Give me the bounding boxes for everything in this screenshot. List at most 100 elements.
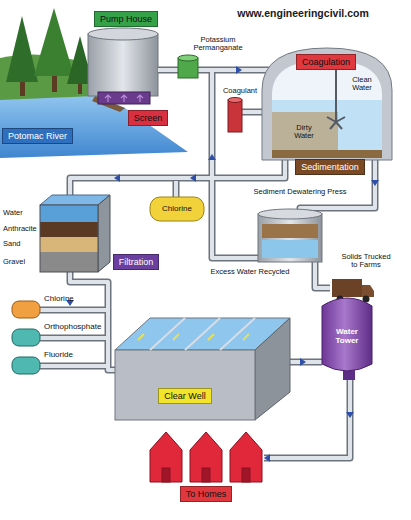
flow-arrows [300, 358, 306, 366]
flow-arrows [371, 180, 379, 186]
annotation-label: Chlorine [44, 295, 74, 304]
coagulation-tank [272, 150, 382, 158]
annotation-label: Water [3, 209, 23, 217]
annotation-label: Solids Trucked to Farms [339, 253, 393, 270]
coagulation-tank [272, 60, 382, 158]
dewatering-press [258, 209, 322, 219]
houses [190, 432, 222, 482]
annotation-label: Potassium Permanganate [187, 36, 249, 53]
clear-well [150, 318, 255, 350]
pipes [40, 70, 375, 458]
box-label: Coagulation [302, 57, 350, 67]
annotation-label: Orthophosphate [44, 323, 101, 332]
truck [332, 279, 362, 297]
clear-well [138, 334, 249, 340]
tower-label: Water Tower [327, 327, 367, 345]
filter-bed [40, 205, 98, 222]
permanganate-tank [178, 55, 198, 78]
filter-bed [98, 195, 110, 272]
chemical-tanks [12, 301, 40, 318]
label-box: Screen [128, 110, 169, 126]
annotation-label: Gravel [3, 258, 25, 266]
annotation-label: Anthracite [3, 225, 37, 233]
flow-arrows [190, 174, 196, 182]
pump-house-building [105, 95, 143, 102]
label-box: Sedimentation [295, 159, 365, 175]
box-label: Screen [134, 113, 163, 123]
dewatering-press [258, 214, 322, 262]
filter-bed [40, 195, 110, 272]
truck [362, 285, 374, 297]
filter-bed [40, 222, 98, 237]
chemical-tanks [12, 357, 40, 374]
filter-bed [40, 205, 98, 272]
label-box: Potomac River [2, 128, 73, 144]
filter-bed [40, 237, 98, 252]
annotation-label: Dirty Water [287, 124, 321, 141]
houses [150, 432, 262, 482]
annotation-label: Sediment Dewatering Press [254, 188, 347, 196]
chemical-tanks [12, 329, 40, 346]
box-label: Pump House [100, 14, 152, 24]
houses [202, 468, 210, 482]
coagulation-tank [262, 48, 392, 160]
pipes [40, 70, 375, 458]
flow-arrows [114, 174, 120, 182]
label-box: To Homes [180, 486, 233, 502]
label-box: Clear Well [158, 388, 211, 404]
annotation-label: Chlorine [162, 205, 192, 214]
chemical-tanks [12, 301, 40, 374]
pump-house-building [88, 34, 158, 96]
chlorine-tank [150, 197, 204, 221]
houses [150, 432, 182, 482]
clear-well [115, 350, 255, 420]
trees [6, 16, 38, 82]
dewatering-press [262, 240, 318, 258]
dewatering-press [262, 224, 318, 238]
label-box: Filtration [113, 254, 160, 270]
pipes [40, 70, 375, 458]
label-box: Coagulation [296, 54, 356, 70]
trees [6, 8, 93, 96]
trees [34, 8, 74, 76]
coagulation-tank [272, 100, 382, 158]
label-box: Pump House [94, 11, 158, 27]
pump-house-building [88, 28, 158, 40]
river-bank [0, 96, 188, 158]
annotation-label: Fluoride [44, 351, 73, 360]
coagulant-tank [228, 98, 242, 103]
houses [242, 468, 250, 482]
water-tower [322, 298, 372, 380]
box-label: Potomac River [8, 131, 67, 141]
annotation-label: Clean Water [345, 76, 379, 93]
box-label: To Homes [186, 489, 227, 499]
box-label: Clear Well [164, 391, 205, 401]
houses [162, 468, 170, 482]
coagulation-tank [262, 48, 392, 160]
flow-arrows [346, 412, 354, 418]
flow-arrows [236, 66, 242, 74]
coagulation-tank [335, 62, 337, 122]
box-label: Filtration [119, 257, 154, 267]
houses [230, 432, 262, 482]
pump-house-building [88, 28, 158, 104]
clear-well [115, 318, 290, 420]
annotation-label: Coagulant [223, 87, 257, 95]
annotation-label: Sand [3, 240, 21, 248]
coagulant-tank [228, 98, 242, 133]
box-label: Water Tower [327, 327, 367, 345]
coagulant-tank [228, 100, 242, 132]
clear-well [255, 318, 290, 420]
chlorine-tank [150, 197, 204, 221]
filter-bed [40, 252, 98, 272]
coagulation-tank [327, 117, 345, 129]
dewatering-press [258, 209, 322, 262]
pump-house-building [98, 92, 150, 104]
water-tower [322, 298, 372, 371]
box-label: Sedimentation [301, 162, 359, 172]
watermark: www.engineeringcivil.com [237, 8, 368, 20]
flow-arrows [208, 154, 216, 160]
flow-arrows [66, 66, 379, 462]
